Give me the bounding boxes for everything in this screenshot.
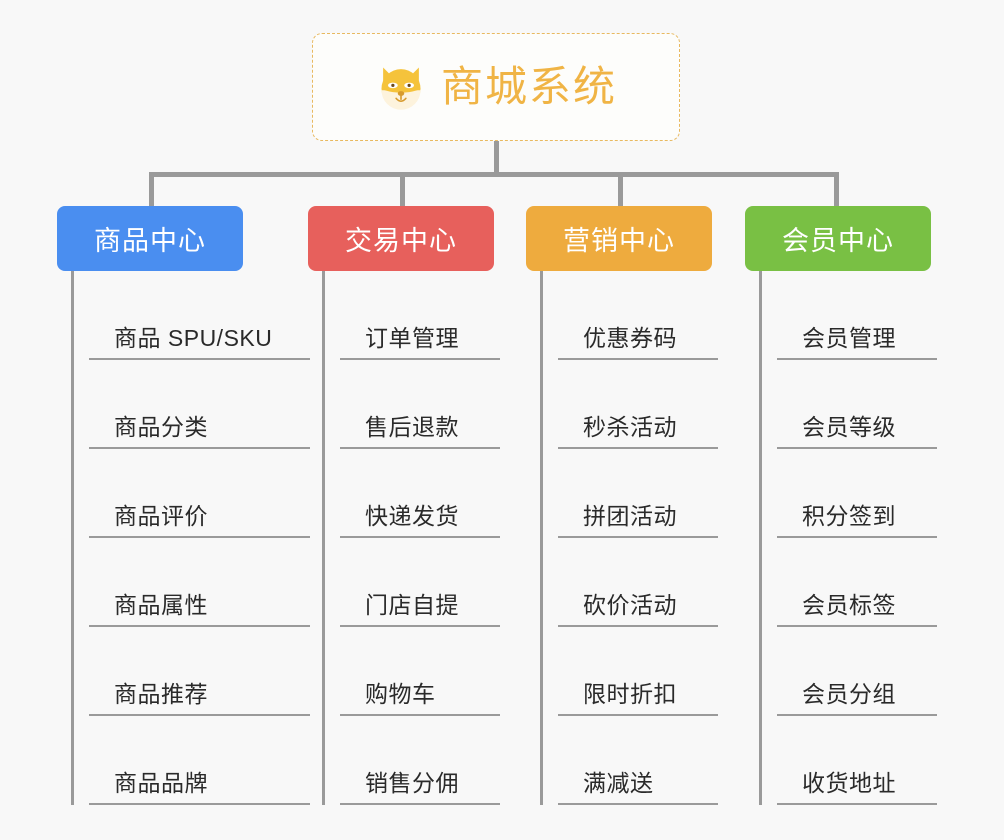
leaf-label: 商品评价 [114,503,208,529]
leaf-label: 商品分类 [114,414,208,440]
leaf-item[interactable]: 拼团活动 [558,449,718,538]
branch-header-4[interactable]: 会员中心 [745,206,931,271]
branch-header-1[interactable]: 商品中心 [57,206,243,271]
leaf-item[interactable]: 会员分组 [777,627,937,716]
leaf-label: 会员标签 [802,592,896,618]
leaf-item[interactable]: 商品 SPU/SKU [89,271,310,360]
leaf-label: 会员分组 [802,681,896,707]
leaf-item[interactable]: 收货地址 [777,716,937,805]
leaf-item[interactable]: 门店自提 [340,538,500,627]
leaf-item[interactable]: 限时折扣 [558,627,718,716]
leaf-item[interactable]: 满减送 [558,716,718,805]
leaf-item[interactable]: 商品品牌 [89,716,310,805]
leaf-label: 商品品牌 [114,770,208,796]
root-title: 商城系统 [440,63,617,110]
leaf-item[interactable]: 商品评价 [89,449,310,538]
leaf-label: 砍价活动 [583,592,677,618]
connector-drop-1 [149,172,154,208]
leaf-item[interactable]: 快递发货 [340,449,500,538]
leaf-label: 商品推荐 [114,681,208,707]
leaf-label: 优惠券码 [583,325,677,351]
leaf-label: 会员管理 [802,325,896,351]
leaf-item[interactable]: 会员管理 [777,271,937,360]
leaf-item[interactable]: 购物车 [340,627,500,716]
connector-drop-4 [834,172,839,208]
leaf-item[interactable]: 秒杀活动 [558,360,718,449]
connector-drop-2 [400,172,405,208]
connector-root-stem [494,141,499,175]
leaf-item[interactable]: 商品推荐 [89,627,310,716]
branch-member-center: 会员中心 会员管理 会员等级 积分签到 会员标签 会员分组 收货地址 [745,206,949,805]
leaf-item[interactable]: 会员标签 [777,538,937,627]
shiba-dog-face-icon [381,67,421,110]
branch-marketing-center: 营销中心 优惠券码 秒杀活动 拼团活动 砍价活动 限时折扣 满减送 [526,206,734,805]
leaf-label: 销售分佣 [365,770,459,796]
leaf-label: 秒杀活动 [583,414,677,440]
leaf-label: 收货地址 [802,770,896,796]
branch-product-center: 商品中心 商品 SPU/SKU 商品分类 商品评价 商品属性 商品推荐 商品品牌 [57,206,310,805]
leaf-list-1: 商品 SPU/SKU 商品分类 商品评价 商品属性 商品推荐 商品品牌 [71,271,310,805]
leaf-label: 会员等级 [802,414,896,440]
leaf-label: 拼团活动 [583,503,677,529]
connector-horizontal-bus [149,172,839,177]
leaf-label: 商品 SPU/SKU [114,325,273,351]
root-node[interactable]: 商城系统 [312,33,680,141]
leaf-item[interactable]: 积分签到 [777,449,937,538]
branch-header-2[interactable]: 交易中心 [308,206,494,271]
leaf-item[interactable]: 会员等级 [777,360,937,449]
leaf-item[interactable]: 售后退款 [340,360,500,449]
leaf-item[interactable]: 销售分佣 [340,716,500,805]
leaf-item[interactable]: 优惠券码 [558,271,718,360]
branch-header-label-1: 商品中心 [94,226,206,256]
leaf-label: 门店自提 [365,592,459,618]
branch-trade-center: 交易中心 订单管理 售后退款 快递发货 门店自提 购物车 销售分佣 [308,206,520,805]
leaf-list-2: 订单管理 售后退款 快递发货 门店自提 购物车 销售分佣 [322,271,520,805]
branch-header-label-4: 会员中心 [782,226,894,256]
leaf-label: 满减送 [583,770,654,796]
leaf-label: 积分签到 [802,503,896,529]
leaf-item[interactable]: 商品属性 [89,538,310,627]
leaf-label: 商品属性 [114,592,208,618]
leaf-list-4: 会员管理 会员等级 积分签到 会员标签 会员分组 收货地址 [759,271,949,805]
leaf-item[interactable]: 商品分类 [89,360,310,449]
branch-header-3[interactable]: 营销中心 [526,206,712,271]
leaf-label: 购物车 [365,681,436,707]
connector-drop-3 [618,172,623,208]
leaf-item[interactable]: 订单管理 [340,271,500,360]
leaf-label: 限时折扣 [583,681,677,707]
leaf-item[interactable]: 砍价活动 [558,538,718,627]
branch-header-label-3: 营销中心 [563,226,675,256]
leaf-list-3: 优惠券码 秒杀活动 拼团活动 砍价活动 限时折扣 满减送 [540,271,734,805]
leaf-label: 售后退款 [365,414,459,440]
branch-header-label-2: 交易中心 [345,226,457,256]
leaf-label: 快递发货 [365,503,459,529]
leaf-label: 订单管理 [365,325,459,351]
